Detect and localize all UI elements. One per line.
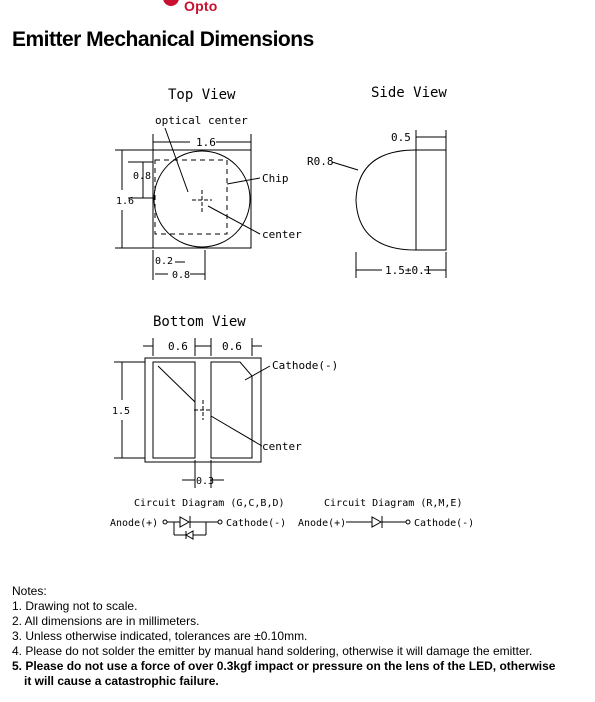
side-dim-length: 1.5±0.1 — [385, 264, 431, 277]
top-lens-circle — [153, 150, 251, 248]
top-dim-bottom: 0.8 — [172, 270, 190, 281]
side-view-heading: Side View — [371, 85, 447, 101]
note-item-warning-cont: it will cause a catastrophic failure. — [24, 674, 219, 688]
note-item: 3. Unless otherwise indicated, tolerance… — [12, 629, 308, 643]
side-dome-outline — [355, 149, 447, 251]
bottom-package-outline — [144, 357, 262, 463]
top-dim-chip: 0.8 — [133, 171, 151, 182]
circuit-right-cathode: Cathode(-) — [414, 518, 474, 529]
circuit-right-title: Circuit Diagram (R,M,E) — [324, 498, 462, 509]
bottom-center-label: center — [262, 440, 302, 453]
top-chip-outline — [154, 159, 228, 235]
circuit-left-anode: Anode(+) — [110, 518, 158, 529]
mechanical-drawing: Top View optical center 1.6 0.8 1.6 Chip… — [110, 85, 474, 540]
bottom-dim-left: 0.6 — [168, 340, 188, 353]
bottom-cathode-label: Cathode(-) — [272, 359, 338, 372]
top-dim-offset: 0.2 — [155, 256, 173, 267]
bottom-pad-cathode — [210, 361, 253, 459]
tvs-diode-icon — [173, 522, 207, 540]
chip-label: Chip — [262, 172, 289, 185]
circuit-right-anode: Anode(+) — [298, 518, 346, 529]
top-dim-height: 1.6 — [116, 196, 134, 207]
optical-center-label: optical center — [155, 114, 248, 127]
top-package-outline — [152, 149, 252, 249]
note-item: 4. Please do not solder the emitter by m… — [12, 644, 533, 658]
top-center-label: center — [262, 228, 302, 241]
note-item: 2. All dimensions are in millimeters. — [12, 614, 200, 628]
top-view-heading: Top View — [168, 87, 236, 103]
side-dim-top: 0.5 — [391, 131, 411, 144]
circuit-left-cathode: Cathode(-) — [226, 518, 286, 529]
bottom-view-heading: Bottom View — [153, 314, 246, 330]
top-dim-width: 1.6 — [196, 136, 216, 149]
bottom-dim-gap: 0.3 — [196, 476, 214, 487]
bottom-dim-height: 1.5 — [112, 406, 130, 417]
diode-icon — [371, 516, 383, 528]
circuit-left-title: Circuit Diagram (G,C,B,D) — [134, 498, 285, 509]
bottom-pad-anode — [152, 361, 196, 459]
side-radius-label: R0.8 — [307, 155, 334, 168]
note-item: 1. Drawing not to scale. — [12, 599, 138, 613]
note-item-warning: 5. Please do not use a force of over 0.3… — [12, 659, 556, 673]
page-title: Emitter Mechanical Dimensions — [12, 28, 314, 51]
notes-section: Notes: 1. Drawing not to scale. 2. All d… — [12, 584, 555, 689]
diode-icon — [179, 516, 191, 528]
brand-logo-icon — [163, 0, 179, 6]
bottom-dim-right: 0.6 — [222, 340, 242, 353]
notes-heading: Notes: — [12, 584, 47, 598]
brand-name: Opto — [184, 0, 218, 14]
